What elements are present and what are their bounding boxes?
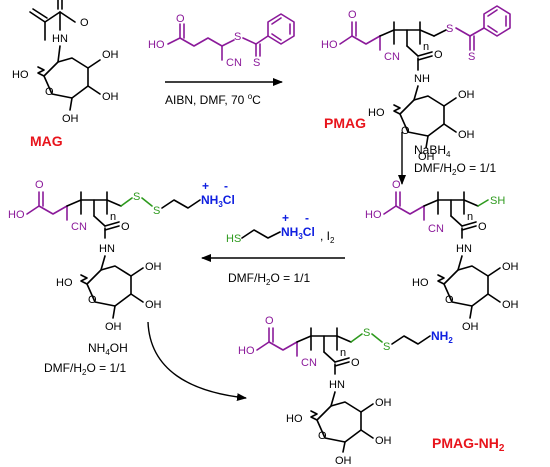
mag-ring-o: O — [45, 86, 54, 98]
pmagss-oh-2: OH — [145, 299, 162, 311]
raft-agent: HO O CN S S — [148, 13, 295, 69]
pmagnh2-n: n — [340, 347, 346, 359]
pmagsh-cn: CN — [428, 223, 444, 235]
pmagss-o: O — [35, 179, 44, 191]
pmagnh2-nh2: NH2 — [431, 329, 453, 345]
pmagnh2-ho: HO — [238, 345, 255, 357]
mag-oh-3: OH — [62, 113, 79, 125]
pmag-n: n — [423, 41, 429, 53]
mag-oh-2: OH — [102, 91, 119, 103]
pmagnh2-ho-1: HO — [286, 413, 303, 425]
pmag-nh2-label: PMAG-NH2 — [432, 435, 505, 454]
pmagsh-n: n — [467, 211, 473, 223]
pmag-label: PMAG — [324, 115, 366, 131]
pmagss-nh: HN — [99, 243, 115, 255]
cond-step2-a: NaBH4 — [414, 143, 451, 159]
pmagnh2-oh-3: OH — [335, 455, 352, 467]
pmag-sh-molecule: HO O CN n O HN SH HO OH OH OH O — [365, 179, 519, 333]
pmag-oh-3: OH — [418, 151, 435, 163]
mag-nh: HN — [52, 33, 68, 45]
reagent-minus: - — [305, 211, 309, 225]
pmagnh2-carbonyl-o: O — [351, 357, 360, 369]
pmag-disulfide-molecule: HO O CN n O HN S S NH3Cl + - HO OH OH O — [8, 179, 235, 333]
reagent-nh3: NH3Cl — [281, 225, 315, 241]
pmagss-oh-1: OH — [145, 261, 162, 273]
pmagsh-ring-o: O — [445, 294, 454, 306]
mag-carbonyl-o: O — [80, 17, 89, 29]
pmag-nh: NH — [414, 73, 430, 85]
pmagnh2-nh: HN — [329, 379, 345, 391]
mag-label: MAG — [30, 133, 63, 149]
pmagsh-o: O — [392, 179, 401, 191]
pmagss-s1: S — [133, 191, 140, 203]
pmagnh2-oh-1: OH — [375, 397, 392, 409]
pmagsh-oh-3: OH — [462, 321, 479, 333]
cond-step3: DMF/H2O = 1/1 — [228, 271, 310, 287]
pmagsh-carbonyl-o: O — [478, 221, 487, 233]
cta-s2: S — [253, 57, 260, 69]
pmagsh-nh: HN — [456, 243, 472, 255]
pmag-o: O — [348, 9, 357, 21]
mag-oh-1: OH — [102, 49, 119, 61]
cond-step3-i2: , I2 — [320, 229, 335, 245]
pmagss-nh3: NH3Cl — [201, 193, 235, 209]
pmag-carbonyl-o: O — [434, 49, 443, 61]
pmagss-carbonyl-o: O — [121, 221, 130, 233]
cond-step2-b: DMF/H2O = 1/1 — [414, 161, 496, 177]
pmag-cn: CN — [384, 51, 400, 63]
pmagss-cn: CN — [71, 221, 87, 233]
pmagsh-ho-1: HO — [412, 277, 429, 289]
pmagss-ring-o: O — [88, 294, 97, 306]
pmagss-n: n — [110, 211, 116, 223]
cta-ho: HO — [148, 39, 165, 51]
pmag-oh-2: OH — [458, 129, 475, 141]
pmagss-s2: S — [153, 205, 160, 217]
pmag-nh2-molecule: HO O CN n O HN S S NH2 HO OH OH OH O — [238, 315, 453, 467]
pmagnh2-oh-2: OH — [375, 435, 392, 447]
pmagss-minus: - — [224, 179, 228, 193]
pmagss-plus: + — [202, 179, 209, 193]
pmagsh-oh-2: OH — [502, 299, 519, 311]
pmag-ho-1: HO — [368, 107, 385, 119]
pmagsh-ho: HO — [365, 209, 382, 221]
pmagss-ho: HO — [8, 209, 25, 221]
cta-o: O — [176, 13, 185, 25]
pmag-oh-1: OH — [458, 89, 475, 101]
cysteamine-reagent: HS NH3Cl + - , I2 — [226, 211, 335, 245]
mag-ho-1: HO — [12, 69, 29, 81]
pmag-ho: HO — [321, 39, 338, 51]
arrow-step4 — [147, 321, 247, 402]
mag-molecule: O HN HO OH OH OH O — [12, 0, 119, 125]
reagent-hs: HS — [226, 233, 241, 245]
pmag-s1: S — [446, 23, 453, 35]
cta-cn: CN — [226, 57, 242, 69]
pmagsh-sh: SH — [490, 195, 505, 207]
pmag-ring-o: O — [401, 125, 410, 137]
pmagnh2-ring-o: O — [318, 430, 327, 442]
cond-step4-b: DMF/H2O = 1/1 — [44, 361, 126, 377]
pmagnh2-o: O — [265, 315, 274, 327]
reagent-plus: + — [282, 211, 289, 225]
pmag-molecule: HO O CN n O NH S S HO OH OH OH — [321, 5, 511, 163]
cond-step4-a: NH4OH — [88, 341, 128, 357]
pmag-s2: S — [468, 51, 475, 63]
pmagss-ho-1: HO — [56, 277, 73, 289]
cta-s1: S — [234, 31, 241, 43]
cond-step1: AIBN, DMF, 70 oC — [165, 92, 261, 107]
pmagss-oh-3: OH — [105, 321, 122, 333]
pmagsh-oh-1: OH — [502, 261, 519, 273]
pmagnh2-s2: S — [383, 341, 390, 353]
pmagnh2-cn: CN — [301, 357, 317, 369]
pmagnh2-s1: S — [363, 327, 370, 339]
